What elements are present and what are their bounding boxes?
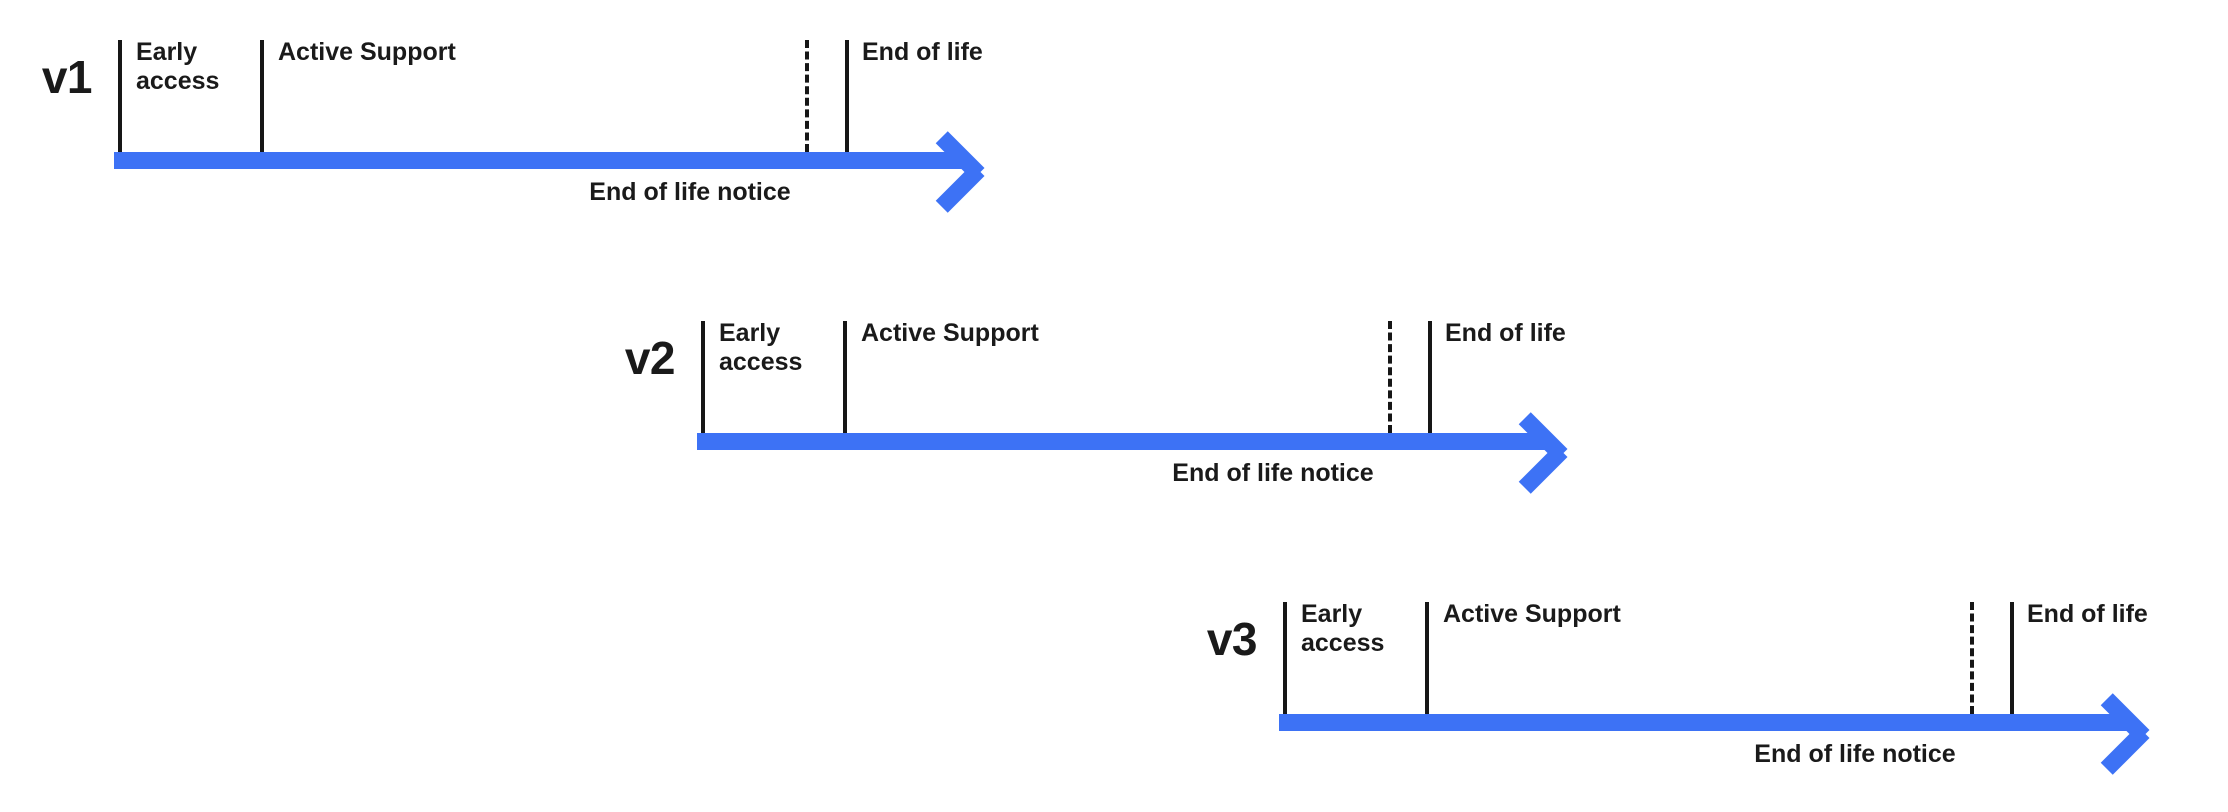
tick-active-support-start (260, 40, 264, 152)
tick-end-of-life-start (1428, 321, 1432, 433)
tick-early-access-start (118, 40, 122, 152)
tick-end-of-life-notice-dashed (1388, 321, 1392, 433)
timeline-row-v3: v3 Early access Active Support End of li… (1165, 562, 2228, 792)
timeline-arrow-head-icon (935, 124, 1022, 213)
version-label-v1: v1 (41, 51, 93, 103)
timeline-row-v2: v2 Early access Active Support End of li… (583, 281, 1683, 511)
phase-label-end-of-life: End of life (862, 38, 983, 66)
tick-active-support-start (1425, 602, 1429, 714)
phase-label-early-access: Early access (136, 38, 220, 95)
tick-end-of-life-notice-dashed (805, 40, 809, 152)
label-end-of-life-notice: End of life notice (589, 178, 791, 206)
tick-active-support-start (843, 321, 847, 433)
label-end-of-life-notice: End of life notice (1754, 740, 1956, 768)
tick-end-of-life-start (2010, 602, 2014, 714)
version-label-v2: v2 (624, 332, 676, 384)
label-end-of-life-notice: End of life notice (1172, 459, 1374, 487)
phase-label-active-support: Active Support (1443, 600, 1621, 628)
timeline-arrow-shaft (697, 433, 1547, 450)
timeline-arrow-head-icon (1518, 405, 1605, 494)
phase-label-active-support: Active Support (861, 319, 1039, 347)
phase-label-end-of-life: End of life (1445, 319, 1566, 347)
timeline-arrow-shaft (114, 152, 964, 169)
phase-label-active-support: Active Support (278, 38, 456, 66)
timeline-row-v1: v1 Early access Active Support End of li… (0, 0, 1100, 230)
phase-label-end-of-life: End of life (2027, 600, 2148, 628)
phase-label-early-access: Early access (719, 319, 803, 376)
tick-early-access-start (701, 321, 705, 433)
tick-end-of-life-start (845, 40, 849, 152)
tick-early-access-start (1283, 602, 1287, 714)
tick-end-of-life-notice-dashed (1970, 602, 1974, 714)
timeline-arrow-head-icon (2100, 686, 2187, 775)
timeline-arrow-shaft (1279, 714, 2129, 731)
version-label-v3: v3 (1206, 613, 1258, 665)
phase-label-early-access: Early access (1301, 600, 1385, 657)
